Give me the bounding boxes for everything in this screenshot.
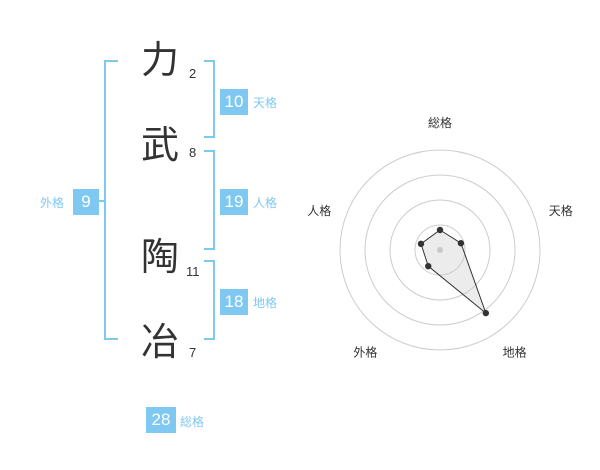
radar-point: [482, 309, 490, 317]
tenkaku-value: 10: [220, 89, 248, 115]
jinkaku-value: 19: [220, 189, 248, 215]
radar-area: [420, 229, 487, 315]
radar-point: [425, 262, 432, 270]
radar-axis-label: 天格: [549, 203, 573, 218]
name-char-1: 力: [140, 38, 179, 82]
radar-axis-label: 外格: [353, 345, 377, 360]
gaikaku-value: 9: [73, 189, 99, 215]
radar-axis-label: 地格: [503, 345, 527, 360]
radar-point: [457, 240, 465, 247]
soukaku-value: 28: [146, 407, 176, 433]
radar-point: [436, 226, 444, 234]
chikaku-label: 地格: [253, 296, 278, 310]
radar-center-dot: [437, 247, 443, 253]
radar-axis-label: 人格: [307, 203, 331, 218]
name-char-4: 冶: [140, 320, 179, 364]
radar-axis-label: 総格: [428, 115, 452, 130]
gaikaku-label: 外格: [40, 196, 65, 210]
stroke-count-2: 8: [189, 145, 197, 160]
stroke-count-1: 2: [189, 66, 197, 81]
tenkaku-label: 天格: [253, 96, 278, 110]
name-char-2: 武: [140, 123, 179, 167]
stroke-count-4: 7: [189, 345, 197, 360]
jinkaku-label: 人格: [253, 196, 278, 210]
radar-ring: [364, 174, 516, 326]
radar-point: [417, 240, 425, 248]
stroke-count-3: 11: [186, 264, 200, 279]
radar-ring: [389, 199, 491, 301]
radar-ring: [339, 149, 541, 351]
radar-ring: [414, 224, 466, 276]
chikaku-value: 18: [220, 289, 248, 315]
soukaku-label: 総格: [180, 415, 205, 429]
name-char-3: 陶: [140, 235, 179, 279]
